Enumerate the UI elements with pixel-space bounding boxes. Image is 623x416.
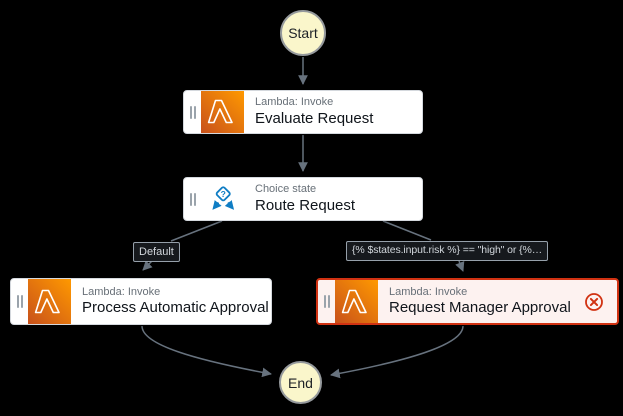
- state-route-request[interactable]: ? Choice state Route Request: [183, 177, 423, 221]
- edge-default-label-to-auto: [142, 260, 153, 271]
- drag-handle-icon[interactable]: [184, 91, 201, 133]
- state-type-label: Lambda: Invoke: [82, 285, 161, 298]
- lambda-icon: [28, 279, 71, 324]
- state-name-label: Request Manager Approval: [389, 299, 571, 317]
- error-icon: [584, 280, 604, 323]
- drag-handle-icon[interactable]: [318, 280, 335, 323]
- start-node: Start: [280, 10, 326, 56]
- edge-auto-to-end: [141, 325, 272, 378]
- edge-condition-label-to-manager: [455, 260, 465, 272]
- edge-label-condition: {% $states.input.risk %} == "high" or {%…: [346, 241, 549, 261]
- edge-route-to-default-label: [170, 220, 223, 242]
- svg-text:?: ?: [220, 189, 225, 199]
- start-node-label: Start: [288, 25, 318, 41]
- state-type-label: Lambda: Invoke: [255, 96, 334, 109]
- state-name-label: Process Automatic Approval: [82, 299, 269, 317]
- end-node-label: End: [288, 374, 313, 391]
- edge-label-default: Default: [133, 242, 180, 263]
- lambda-icon: [335, 280, 378, 323]
- state-process-automatic-approval[interactable]: Lambda: Invoke Process Automatic Approva…: [10, 278, 272, 325]
- state-name-label: Evaluate Request: [255, 109, 374, 127]
- drag-handle-icon[interactable]: [184, 178, 201, 220]
- state-evaluate-request[interactable]: Lambda: Invoke Evaluate Request: [183, 90, 423, 134]
- edge-manager-to-end: [330, 325, 464, 379]
- lambda-icon: [201, 91, 244, 133]
- state-type-label: Choice state: [255, 183, 317, 196]
- choice-icon: ?: [201, 178, 244, 220]
- state-type-label: Lambda: Invoke: [389, 285, 468, 298]
- end-node: End: [279, 361, 322, 404]
- state-name-label: Route Request: [255, 196, 356, 214]
- drag-handle-icon[interactable]: [11, 279, 28, 324]
- edge-route-to-condition-label: [382, 220, 432, 241]
- state-request-manager-approval[interactable]: Lambda: Invoke Request Manager Approval: [316, 278, 619, 325]
